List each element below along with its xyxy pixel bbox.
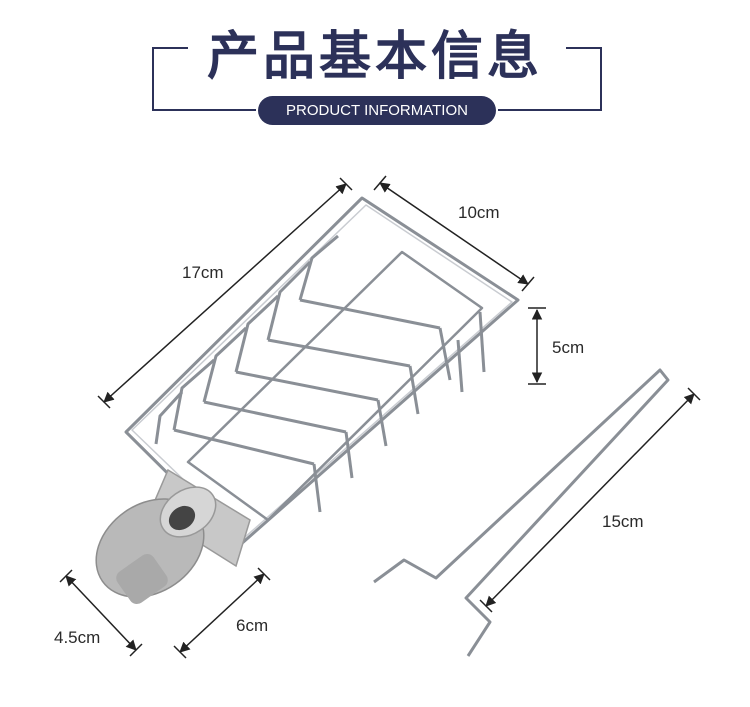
clamp-width-label: 6cm bbox=[236, 616, 268, 635]
height-label: 5cm bbox=[552, 338, 584, 357]
hook-wire-illustration bbox=[373, 368, 670, 657]
title-underline-right bbox=[498, 109, 602, 111]
width-label: 10cm bbox=[458, 203, 500, 222]
faucet-clamp-illustration bbox=[95, 468, 251, 605]
title-bracket-right bbox=[566, 47, 602, 111]
hook-length-label: 15cm bbox=[602, 512, 644, 531]
length-label: 17cm bbox=[182, 263, 224, 282]
dimension-arrows bbox=[59, 175, 701, 659]
page-title: 产品基本信息 bbox=[206, 27, 543, 87]
title-bracket-left bbox=[152, 47, 188, 111]
title-underline-left bbox=[152, 109, 256, 111]
subtitle-badge: PRODUCT INFORMATION bbox=[258, 96, 496, 125]
clamp-diameter-label: 4.5cm bbox=[54, 628, 100, 647]
